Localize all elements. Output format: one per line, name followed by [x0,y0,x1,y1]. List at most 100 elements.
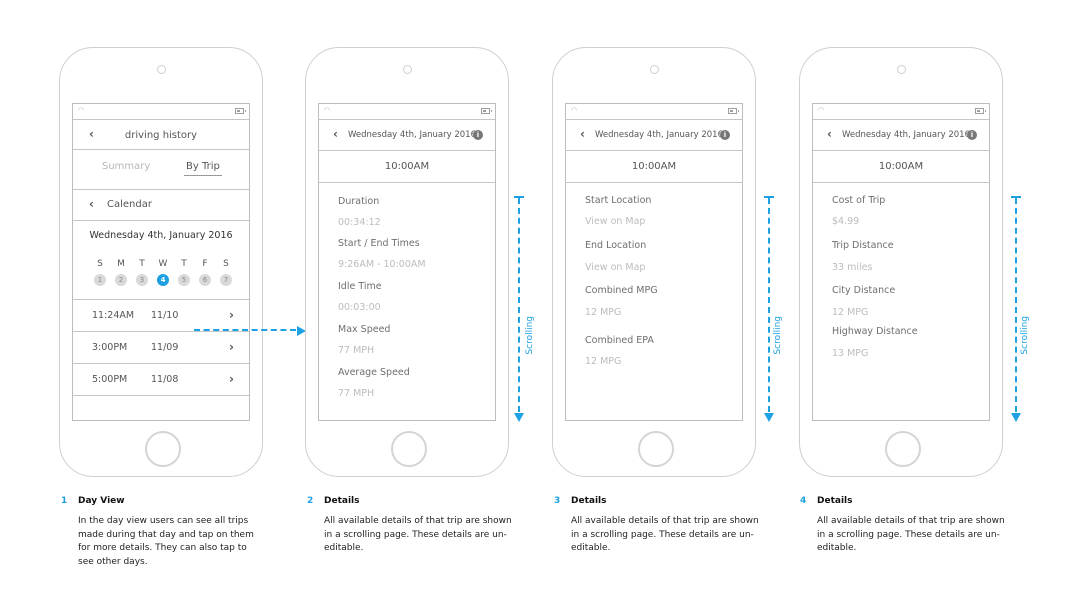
scroll-indicator [764,196,776,422]
tab-by-trip[interactable]: By Trip [184,161,222,176]
detail-label: Max Speed [338,324,391,335]
trip-time-heading: 10:00AM [631,161,677,172]
detail-value: 12 MPG [585,307,622,318]
detail-header: ‹ Wednesday 4th, January 2016 i [319,120,495,151]
scrolling-label: Scrolling [1020,316,1030,355]
day-button[interactable]: 3 [136,274,148,286]
chevron-right-icon: › [229,308,234,322]
speaker [157,65,166,74]
detail-header: ‹ Wednesday 4th, January 2016 i [566,120,742,151]
trip-date: 11/08 [151,374,179,385]
caption-title: Details [324,496,360,506]
header-date: Wednesday 4th, January 2016 [842,130,971,140]
detail-value: $4.99 [832,216,860,227]
detail-label: Duration [338,196,380,207]
back-chevron-icon[interactable]: ‹ [333,127,338,141]
detail-label: Combined MPG [585,285,658,296]
detail-header: ‹ Wednesday 4th, January 2016 i [813,120,989,151]
scrolling-label: Scrolling [525,316,535,355]
caption-number: 2 [307,496,314,506]
detail-label: Idle Time [338,281,382,292]
home-button[interactable] [885,431,921,467]
day-button[interactable]: 7 [220,274,232,286]
day-button[interactable]: 5 [178,274,190,286]
detail-label: Cost of Trip [832,195,886,206]
calendar-week: Wednesday 4th, January 2016 S M T W T F … [73,221,249,300]
info-icon[interactable]: i [720,130,730,140]
arrow-head-icon [297,326,306,336]
detail-label: Highway Distance [832,326,918,337]
scroll-indicator [1011,196,1023,422]
header-date: Wednesday 4th, January 2016 [348,130,477,140]
trip-row[interactable]: 3:00PM 11/09 › [73,332,249,364]
battery-icon [728,108,739,114]
screen: ◠ ‹ Wednesday 4th, January 2016 i 10:00A… [565,103,743,421]
phone-day-view: ◠ ‹ driving history Summary By Trip ‹ Ca… [59,47,263,477]
day-button-selected[interactable]: 4 [157,274,169,286]
detail-value: 13 MPG [832,348,869,359]
back-chevron-icon[interactable]: ‹ [827,127,832,141]
detail-label: Trip Distance [832,240,894,251]
home-button[interactable] [145,431,181,467]
chevron-right-icon: › [229,340,234,354]
back-chevron-icon[interactable]: ‹ [89,127,94,141]
tab-summary[interactable]: Summary [102,161,151,172]
trip-row[interactable]: 11:24AM 11/10 › [73,300,249,332]
day-button[interactable]: 1 [94,274,106,286]
wifi-icon: ◠ [324,106,331,114]
phone-details-1: ◠ ‹ Wednesday 4th, January 2016 i 10:00A… [305,47,509,477]
chevron-right-icon: › [229,372,234,386]
back-chevron-icon: ‹ [89,197,94,211]
status-bar: ◠ [319,104,495,120]
view-on-map-link[interactable]: View on Map [585,262,646,273]
status-bar: ◠ [813,104,989,120]
speaker [650,65,659,74]
detail-value: 12 MPG [832,307,869,318]
battery-icon [235,108,246,114]
flow-arrow [194,326,306,336]
caption-text: In the day view users can see all trips … [78,516,254,567]
detail-value: 00:34:12 [338,217,381,228]
arrow-down-icon [764,413,774,422]
trip-time-heading: 10:00AM [384,161,430,172]
arrow-down-icon [1011,413,1021,422]
detail-label: Average Speed [338,367,410,378]
detail-label: Start Location [585,195,652,206]
detail-value: 77 MPH [338,345,375,356]
time-row: 10:00AM [566,151,742,183]
speaker [403,65,412,74]
detail-label: Start / End Times [338,238,420,249]
arrow-down-icon [514,413,524,422]
trip-date: 11/09 [151,342,179,353]
info-icon[interactable]: i [473,130,483,140]
day-button[interactable]: 2 [115,274,127,286]
back-chevron-icon[interactable]: ‹ [580,127,585,141]
status-bar: ◠ [73,104,249,120]
wifi-icon: ◠ [818,106,825,114]
info-icon[interactable]: i [967,130,977,140]
calendar-date: Wednesday 4th, January 2016 [89,230,233,241]
caption-number: 1 [61,496,68,506]
trip-date: 11/10 [151,310,179,321]
home-button[interactable] [638,431,674,467]
caption-number: 3 [554,496,561,506]
caption-text: All available details of that trip are s… [324,516,512,553]
time-row: 10:00AM [319,151,495,183]
time-row: 10:00AM [813,151,989,183]
header-date: Wednesday 4th, January 2016 [595,130,724,140]
wifi-icon: ◠ [78,106,85,114]
scrolling-label: Scrolling [773,316,783,355]
trip-time: 5:00PM [92,374,128,385]
day-button[interactable]: 6 [199,274,211,286]
weekday-label: S [97,259,103,269]
view-on-map-link[interactable]: View on Map [585,216,646,227]
header-bar: ‹ driving history [73,120,249,150]
caption-title: Details [817,496,853,506]
calendar-link[interactable]: ‹ Calendar [73,190,249,221]
home-button[interactable] [391,431,427,467]
caption-text: All available details of that trip are s… [817,516,1005,553]
trip-row[interactable]: 5:00PM 11/08 › [73,364,249,396]
screen: ◠ ‹ Wednesday 4th, January 2016 i 10:00A… [318,103,496,421]
weekday-label: F [202,259,208,269]
detail-value: 9:26AM - 10:00AM [338,259,426,270]
